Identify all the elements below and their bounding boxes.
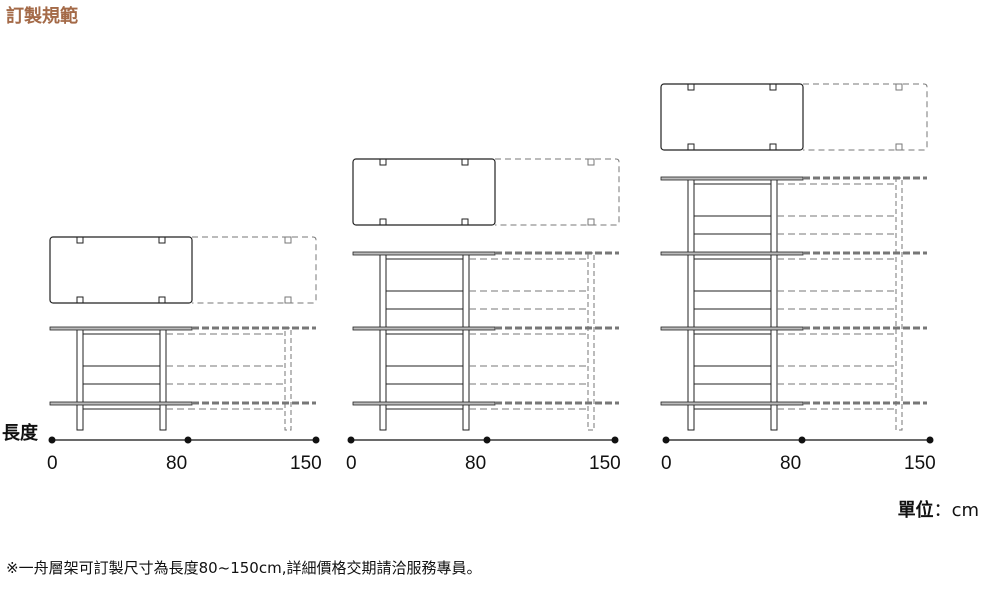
shelf-board	[49, 401, 193, 406]
shelf-leg	[687, 177, 695, 431]
shelf-leg	[159, 327, 167, 431]
scale-label-80: 80	[780, 453, 802, 474]
leg-notch	[687, 83, 695, 91]
scale-label-80: 80	[465, 453, 487, 474]
leg-notch	[158, 296, 166, 304]
leg-notch	[76, 236, 84, 244]
shelf-board	[660, 176, 804, 181]
page-title: 訂製規範	[6, 6, 78, 27]
top-view-80cm	[352, 158, 496, 226]
scale-label-0: 0	[346, 453, 357, 474]
scale-label-0: 0	[661, 453, 672, 474]
length-scale-dot	[798, 436, 806, 444]
shelf-board	[660, 326, 804, 331]
shelf-board	[660, 251, 804, 256]
leg-notch-dashed	[895, 83, 903, 91]
unit-value: cm	[951, 500, 979, 521]
leg-notch	[769, 143, 777, 151]
shelf-leg	[76, 327, 84, 431]
shelf-leg-dashed	[895, 177, 903, 431]
shelf-leg	[770, 177, 778, 431]
unit-title: 單位	[897, 500, 934, 521]
leg-notch	[379, 218, 387, 226]
shelf-board	[352, 251, 496, 256]
leg-notch	[687, 143, 695, 151]
top-view-80cm	[49, 236, 193, 304]
shelf-board	[660, 401, 804, 406]
length-label: 長度	[2, 423, 38, 444]
shelf-board	[49, 326, 193, 331]
top-view-150cm-dashed	[495, 158, 620, 226]
shelf-board	[352, 401, 496, 406]
length-scale-dot	[347, 436, 355, 444]
length-scale-dot	[662, 436, 670, 444]
leg-notch-dashed	[895, 143, 903, 151]
scale-label-0: 0	[47, 453, 58, 474]
top-view-150cm-dashed	[803, 83, 928, 151]
unit-sep: ：	[933, 500, 952, 521]
top-view-150cm-dashed	[192, 236, 317, 304]
length-scale-dot	[926, 436, 934, 444]
top-view-80cm	[660, 83, 804, 151]
custom-size-note: ※一舟層架可訂製尺寸為長度80~150cm,詳細價格交期請洽服務專員。	[6, 559, 482, 577]
unit-label: 單位：cm	[898, 496, 979, 522]
leg-notch-dashed	[587, 218, 595, 226]
scale-label-150: 150	[589, 453, 621, 474]
leg-notch	[379, 158, 387, 166]
length-scale-dot	[48, 436, 56, 444]
shelf-leg-dashed	[284, 327, 292, 431]
leg-notch	[461, 158, 469, 166]
leg-notch	[461, 218, 469, 226]
leg-notch-dashed	[284, 236, 292, 244]
length-scale-dot	[611, 436, 619, 444]
shelf-board	[352, 326, 496, 331]
length-scale-dot	[483, 436, 491, 444]
scale-label-150: 150	[904, 453, 936, 474]
length-scale-dot	[184, 436, 192, 444]
leg-notch	[158, 236, 166, 244]
scale-label-150: 150	[290, 453, 322, 474]
leg-notch-dashed	[284, 296, 292, 304]
leg-notch-dashed	[587, 158, 595, 166]
leg-notch	[769, 83, 777, 91]
scale-label-80: 80	[166, 453, 188, 474]
leg-notch	[76, 296, 84, 304]
length-scale-dot	[312, 436, 320, 444]
